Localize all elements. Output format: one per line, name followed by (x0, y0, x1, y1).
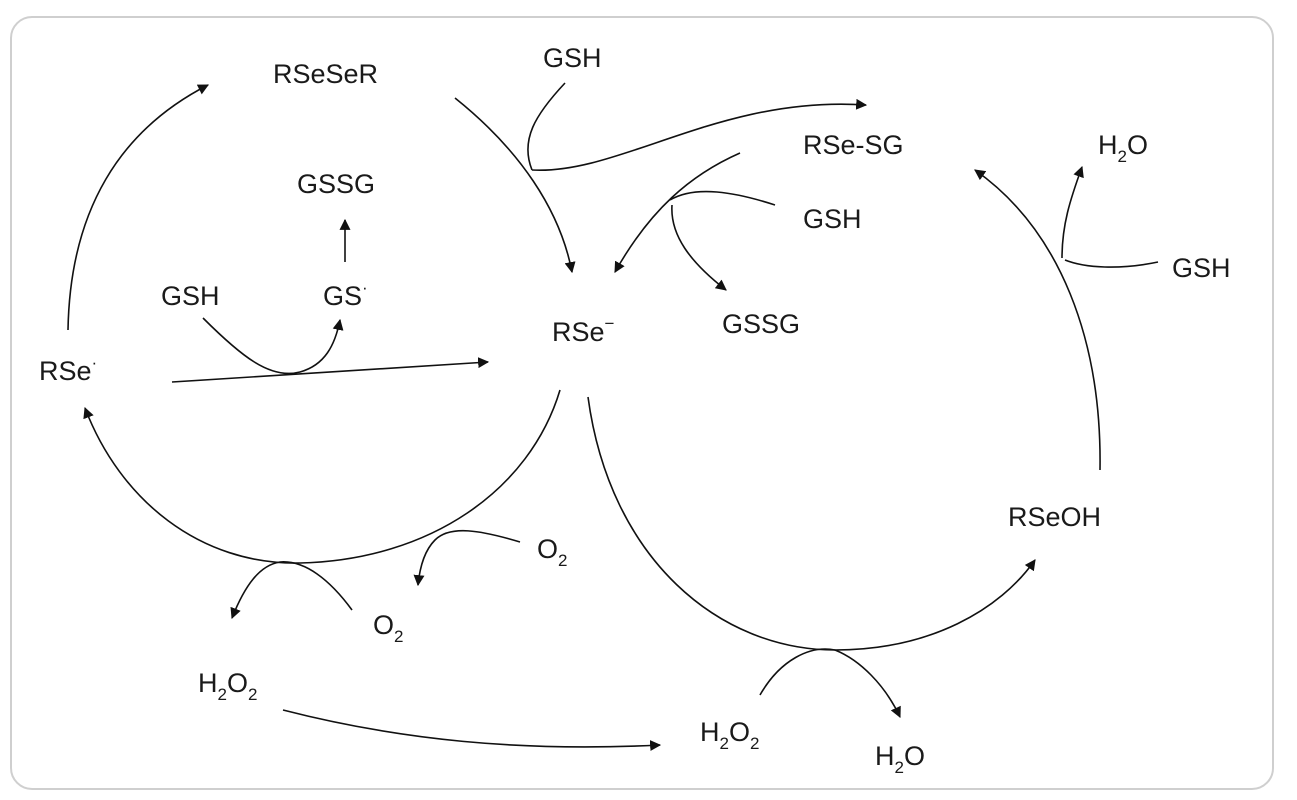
arrow-rse-anion-to-rse-radical (83, 389, 561, 564)
label-h2o-top: H2O (1098, 130, 1148, 166)
label-o2-right: O2 (537, 534, 567, 570)
label-rse-radical: RSe· (39, 353, 97, 386)
species-labels: RSeSeR GSH RSe-SG H2O GSSG GSH GSH GSH G… (39, 43, 1231, 777)
arrow-rse-radical-to-rseser (67, 84, 209, 331)
arrow-gsh-left-to-gs-radical (202, 317, 344, 375)
label-gsh-mid: GSH (803, 204, 862, 234)
arrow-rseser-to-rse-anion (454, 97, 576, 274)
label-gsh-left: GSH (161, 281, 220, 311)
label-rse-sg: RSe-SG (803, 130, 904, 160)
arrow-to-gssg-mid (671, 204, 727, 291)
arrow-o2-bottom-branch (230, 561, 353, 620)
diagram-frame (10, 16, 1274, 790)
arrow-gsh-right-join (1064, 259, 1159, 268)
label-rseoh: RSeOH (1008, 502, 1101, 532)
arrow-gsh-mid-join (669, 190, 776, 206)
label-h2o2-left: H2O2 (198, 668, 257, 704)
arrow-gsh-top-join (527, 82, 566, 171)
label-gssg-left: GSSG (297, 169, 375, 199)
label-rse-anion: RSe− (552, 314, 615, 347)
label-gsh-right: GSH (1172, 253, 1231, 283)
arrow-rse-anion-to-rseoh (587, 396, 1036, 651)
arrow-h2o2-to-h2o (759, 648, 901, 718)
label-gssg-mid: GSSG (722, 309, 800, 339)
arrow-rseoh-to-rse-sg (974, 169, 1101, 471)
label-h2o-bottom: H2O (875, 741, 925, 777)
label-rseser: RSeSeR (273, 59, 378, 89)
arrow-to-h2o-top (1061, 165, 1084, 259)
arrow-h2o2-to-h2o2 (282, 709, 662, 751)
label-gsh-top: GSH (543, 43, 602, 73)
arrow-to-rse-sg (531, 98, 868, 171)
arrow-o2-right-branch (413, 529, 521, 587)
reaction-arrows (67, 82, 1159, 751)
label-h2o2-bottom: H2O2 (700, 717, 759, 753)
arrow-rse-radical-to-rse-anion (171, 357, 490, 383)
label-o2-bottom: O2 (373, 610, 403, 646)
arrow-rse-sg-to-rse-anion (614, 152, 741, 273)
label-gs-radical: GS· (323, 278, 368, 311)
